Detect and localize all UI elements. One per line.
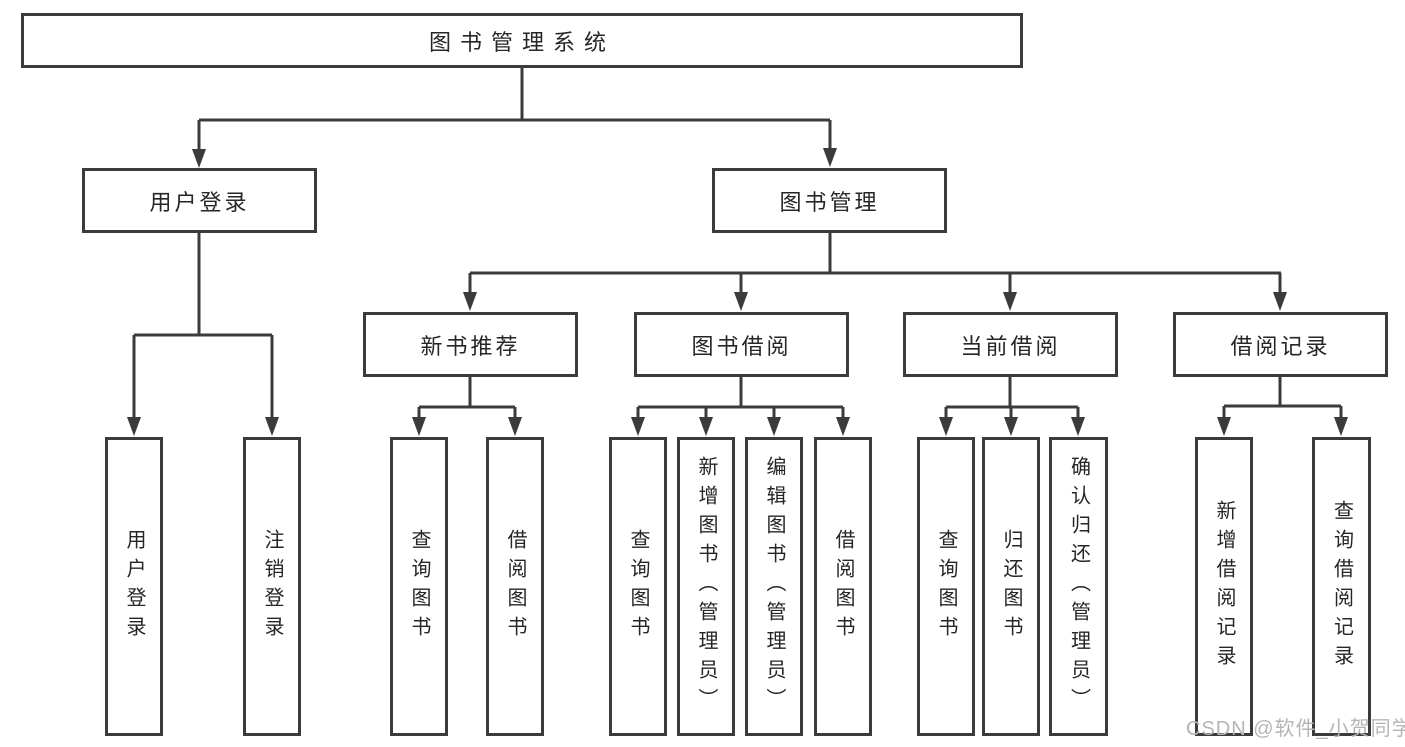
node-book-management: 图书管理	[712, 168, 947, 233]
node-user-login: 用户登录	[82, 168, 317, 233]
leaf-borrow-add-books-admin: 新增图书（管理员）	[677, 437, 735, 736]
node-new-book-recommend: 新书推荐	[363, 312, 578, 377]
leaf-user-login: 用户登录	[105, 437, 163, 736]
connector-book-management-children	[463, 233, 1287, 311]
leaf-current-confirm-return-admin: 确认归还（管理员）	[1049, 437, 1108, 736]
leaf-records-add-record: 新增借阅记录	[1195, 437, 1253, 736]
connector-new-book-recommend-children	[412, 377, 522, 436]
leaf-current-query-books: 查询图书	[917, 437, 975, 736]
leaf-recommend-borrow-books: 借阅图书	[486, 437, 544, 736]
leaf-logout: 注销登录	[243, 437, 301, 736]
csdn-watermark: CSDN @软件_小贺同学	[1186, 718, 1405, 740]
connector-book-borrow-children	[631, 377, 850, 436]
node-book-borrow: 图书借阅	[634, 312, 849, 377]
leaf-borrow-query-books: 查询图书	[609, 437, 667, 736]
connector-root-to-level2	[192, 68, 837, 168]
leaf-borrow-edit-books-admin: 编辑图书（管理员）	[745, 437, 803, 736]
leaf-recommend-query-books: 查询图书	[390, 437, 448, 736]
connector-current-borrow-children	[939, 377, 1085, 436]
connector-user-login-children	[127, 233, 279, 436]
leaf-records-query-record: 查询借阅记录	[1312, 437, 1371, 736]
leaf-current-return-books: 归还图书	[982, 437, 1040, 736]
node-current-borrow: 当前借阅	[903, 312, 1118, 377]
node-root-library-system: 图书管理系统	[21, 13, 1023, 68]
node-borrow-records: 借阅记录	[1173, 312, 1388, 377]
connector-borrow-records-children	[1217, 377, 1348, 436]
leaf-borrow-borrow-books: 借阅图书	[814, 437, 872, 736]
